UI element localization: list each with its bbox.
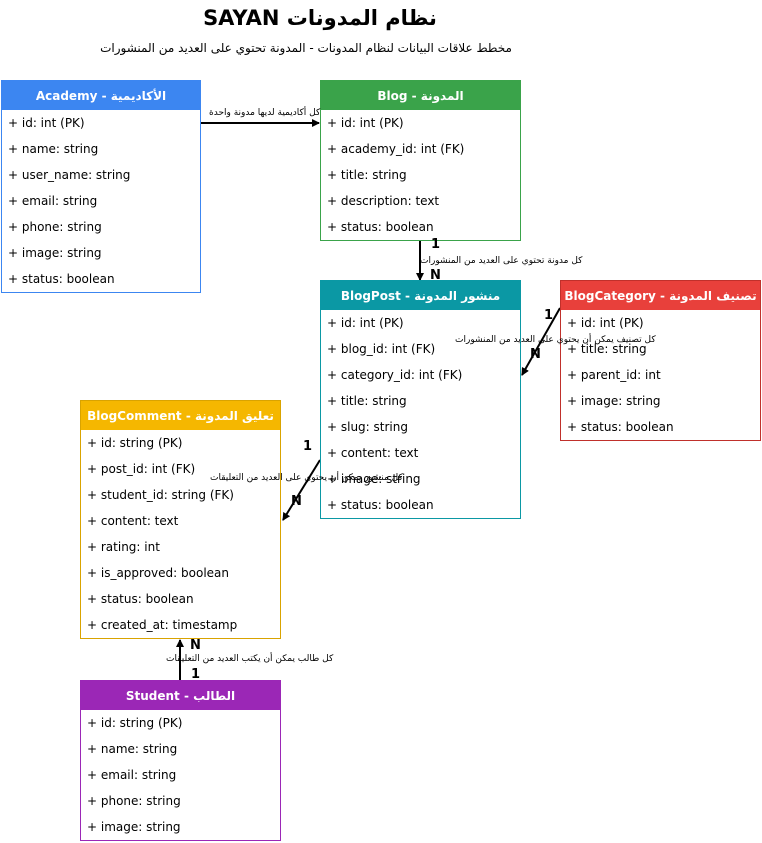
blog-field: + status: boolean [327,220,434,234]
diagram-subtitle: مخطط علاقات البيانات لنظام المدونات - ال… [100,41,512,55]
blog-field: + title: string [327,168,407,182]
academy-field: + phone: string [8,220,102,234]
entity-academy-header: Academy - الأكاديمية [2,81,200,110]
blogcomment-field: + is_approved: boolean [87,566,229,580]
blogpost-field: + title: string [327,394,407,408]
cardinality-student-comment-from: 1 [191,667,201,682]
entity-academy[interactable]: Academy - الأكاديمية + id: int (PK) + na… [1,80,201,293]
cardinality-blog-post-to: N [430,268,441,283]
blogcomment-field: + student_id: string (FK) [87,488,234,502]
entity-blogcategory[interactable]: BlogCategory - تصنيف المدونة + id: int (… [560,280,761,441]
blogcategory-field: + parent_id: int [567,368,661,382]
blog-field: + academy_id: int (FK) [327,142,465,156]
entity-blog[interactable]: Blog - المدونة + id: int (PK) + academy_… [320,80,521,241]
blog-field: + description: text [327,194,440,208]
blogcomment-field: + rating: int [87,540,160,554]
edge-post-comment [282,459,321,521]
student-field: + id: string (PK) [87,716,183,730]
blogcomment-field: + created_at: timestamp [87,618,238,632]
blog-field: + id: int (PK) [327,116,404,130]
entity-blogpost[interactable]: BlogPost - منشور المدونة + id: int (PK) … [320,280,521,519]
academy-field: + image: string [8,246,102,260]
blogcomment-field: + content: text [87,514,179,528]
blogcategory-field: + id: int (PK) [567,316,644,330]
cardinality-category-post-to: N [530,347,541,362]
blogpost-field: + slug: string [327,420,408,434]
academy-field: + user_name: string [8,168,131,182]
entity-blogcomment[interactable]: BlogComment - تعليق المدونة + id: string… [80,400,281,639]
relation-label-academy-blog: كل أكاديمية لديها مدونة واحدة [209,108,321,118]
blogpost-field: + status: boolean [327,498,434,512]
blogpost-field: + blog_id: int (FK) [327,342,436,356]
academy-field: + name: string [8,142,99,156]
academy-field: + email: string [8,194,98,208]
relation-label-student-comment: كل طالب يمكن أن يكتب العديد من التعليقات [166,654,334,664]
academy-field: + id: int (PK) [8,116,85,130]
blogpost-field: + content: text [327,446,419,460]
entity-blogcomment-header: BlogComment - تعليق المدونة [81,401,280,430]
cardinality-category-post-from: 1 [544,308,554,323]
entity-blogpost-header: BlogPost - منشور المدونة [321,281,520,310]
blogpost-field: + id: int (PK) [327,316,404,330]
diagram-title: SAYAN نظام المدونات [203,6,437,30]
blogcomment-field: + status: boolean [87,592,194,606]
entity-student[interactable]: Student - الطالب + id: string (PK) + nam… [80,680,281,841]
blogcomment-field: + post_id: int (FK) [87,462,196,476]
blogpost-field: + image: string [327,472,421,486]
student-field: + email: string [87,768,177,782]
blogcategory-field: + status: boolean [567,420,674,434]
student-field: + phone: string [87,794,181,808]
student-field: + image: string [87,820,181,834]
blogpost-field: + category_id: int (FK) [327,368,463,382]
entity-blog-header: Blog - المدونة [321,81,520,110]
academy-field: + status: boolean [8,272,115,286]
blogcategory-field: + title: string [567,342,647,356]
cardinality-student-comment-to: N [190,638,201,653]
relation-label-post-comment: كل منشور يمكن أن يحتوي على العديد من الت… [210,473,403,483]
entity-student-header: Student - الطالب [81,681,280,710]
blogcomment-field: + id: string (PK) [87,436,183,450]
cardinality-post-comment-to: N [291,494,302,509]
cardinality-post-comment-from: 1 [303,439,313,454]
relation-label-category-post: كل تصنيف يمكن أن يحتوي على العديد من الم… [455,335,656,345]
entity-blogcategory-header: BlogCategory - تصنيف المدونة [561,281,760,310]
blogcategory-field: + image: string [567,394,661,408]
cardinality-blog-post-from: 1 [431,237,441,252]
relation-label-blog-post: كل مدونة تحتوي على العديد من المنشورات [420,256,583,266]
student-field: + name: string [87,742,178,756]
